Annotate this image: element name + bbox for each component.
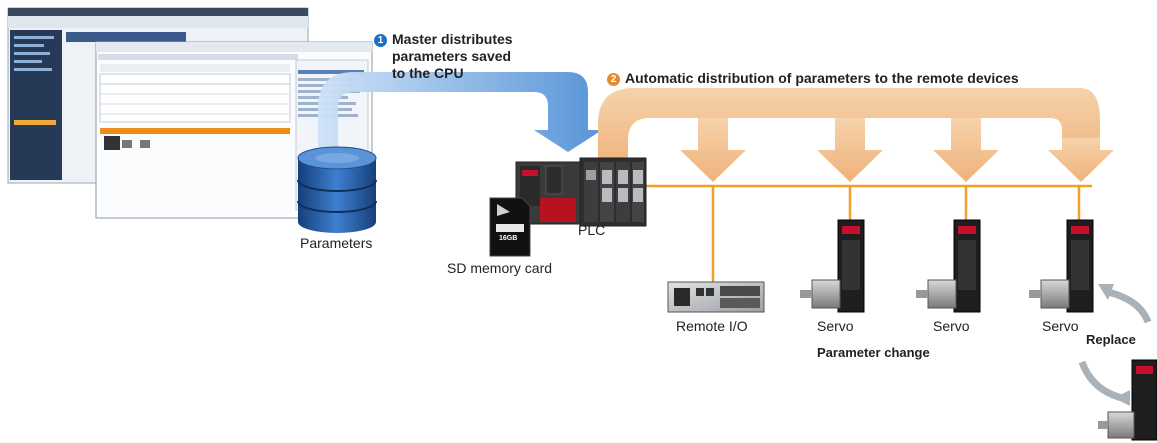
plc-label: PLC xyxy=(578,222,606,238)
step-1-badge: 1 xyxy=(374,34,387,47)
remote-io-device xyxy=(667,281,765,313)
database-icon xyxy=(297,146,377,233)
servo-unit-replacement xyxy=(1098,359,1157,441)
step-1-caption: 1 Master distributes parameters saved to … xyxy=(374,31,513,82)
servo-label-1: Servo xyxy=(817,318,854,334)
parameters-label: Parameters xyxy=(300,235,373,251)
step-2-badge: 2 xyxy=(607,73,620,86)
step-1-line-3: to the CPU xyxy=(392,65,464,81)
distribution-arrow-blue xyxy=(318,72,602,152)
servo-label-2: Servo xyxy=(933,318,970,334)
servo-unit-1 xyxy=(800,219,865,313)
sd-card-size: 16GB xyxy=(499,235,518,242)
parameter-change-label: Parameter change xyxy=(817,345,930,360)
servo-unit-3 xyxy=(1029,219,1094,313)
sd-card-icon xyxy=(489,197,531,257)
distribution-arrows-orange xyxy=(598,88,1114,182)
remote-io-label: Remote I/O xyxy=(676,318,748,334)
replace-label: Replace xyxy=(1086,332,1136,347)
servo-unit-2 xyxy=(916,219,981,313)
servo-label-3: Servo xyxy=(1042,318,1079,334)
replace-cycle-arrowheads xyxy=(1098,284,1130,406)
step-2-text: Automatic distribution of parameters to … xyxy=(625,70,1019,86)
step-1-line-1: Master distributes xyxy=(392,31,513,47)
sd-card-label: SD memory card xyxy=(447,260,553,276)
step-2-caption: 2 Automatic distribution of parameters to… xyxy=(607,70,1019,87)
step-1-line-2: parameters saved xyxy=(392,48,512,64)
plc-device xyxy=(515,157,647,227)
network-bus xyxy=(640,184,1092,282)
